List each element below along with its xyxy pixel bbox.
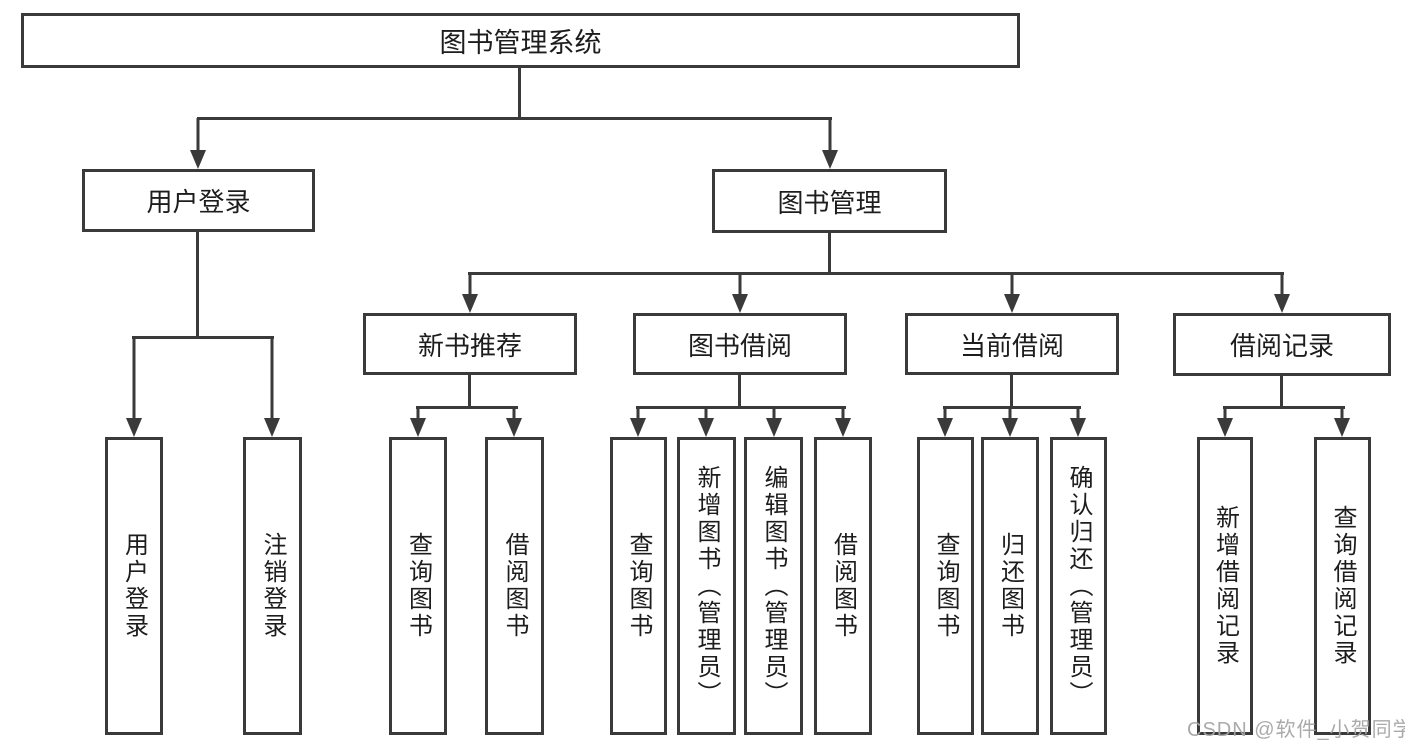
connector-hline bbox=[636, 406, 846, 409]
arrow-down-icon bbox=[1334, 408, 1350, 437]
arrow-down-icon bbox=[1070, 408, 1086, 437]
leaf-cb-confirm-return-admin: 确认归还（管理员） bbox=[1050, 437, 1107, 735]
node-book-borrow: 图书借阅 bbox=[633, 313, 847, 375]
arrow-down-icon bbox=[1217, 408, 1233, 437]
arrow-down-icon bbox=[506, 408, 522, 437]
leaf-nr-query-books: 查询图书 bbox=[389, 437, 447, 735]
arrow-down-icon bbox=[822, 118, 838, 169]
node-current-borrow: 当前借阅 bbox=[905, 313, 1119, 375]
connector-hline bbox=[197, 117, 832, 120]
connector-vline bbox=[738, 375, 741, 408]
arrow-down-icon bbox=[462, 274, 478, 313]
connector-vline bbox=[1280, 375, 1283, 408]
arrow-down-icon bbox=[766, 408, 782, 437]
arrow-down-icon bbox=[1004, 274, 1020, 313]
arrow-down-icon bbox=[264, 338, 280, 437]
connector-hline bbox=[416, 406, 518, 409]
leaf-bb-borrow-books: 借阅图书 bbox=[814, 437, 872, 735]
leaf-cb-query-books: 查询图书 bbox=[917, 437, 974, 735]
arrow-down-icon bbox=[1002, 408, 1018, 437]
node-library-management-system: 图书管理系统 bbox=[21, 13, 1020, 68]
connector-hline bbox=[1223, 406, 1345, 409]
connector-vline bbox=[196, 232, 199, 338]
leaf-user-login: 用户登录 bbox=[105, 437, 163, 735]
arrow-down-icon bbox=[732, 274, 748, 313]
watermark: CSDN @软件_小贺同学 bbox=[1187, 719, 1405, 741]
connector-vline bbox=[828, 233, 831, 274]
leaf-bb-edit-books-admin: 编辑图书（管理员） bbox=[744, 437, 803, 735]
node-user-login: 用户登录 bbox=[82, 169, 315, 232]
node-book-management: 图书管理 bbox=[712, 169, 947, 233]
leaf-br-query-record: 查询借阅记录 bbox=[1314, 437, 1371, 735]
connector-hline bbox=[468, 272, 1284, 275]
node-borrow-records: 借阅记录 bbox=[1173, 313, 1391, 376]
arrow-down-icon bbox=[410, 408, 426, 437]
leaf-logout: 注销登录 bbox=[243, 437, 302, 735]
arrow-down-icon bbox=[190, 118, 206, 169]
arrow-down-icon bbox=[126, 338, 142, 437]
node-new-book-recommend: 新书推荐 bbox=[363, 313, 577, 375]
connector-vline bbox=[1010, 375, 1013, 408]
arrow-down-icon bbox=[835, 408, 851, 437]
connector-vline bbox=[518, 67, 521, 119]
arrow-down-icon bbox=[1274, 274, 1290, 313]
leaf-bb-query-books: 查询图书 bbox=[610, 437, 667, 735]
arrow-down-icon bbox=[630, 408, 646, 437]
connector-hline bbox=[132, 336, 274, 339]
arrow-down-icon bbox=[698, 408, 714, 437]
leaf-cb-return-books: 归还图书 bbox=[981, 437, 1039, 735]
leaf-bb-add-books-admin: 新增图书（管理员） bbox=[677, 437, 736, 735]
arrow-down-icon bbox=[937, 408, 953, 437]
connector-vline bbox=[468, 375, 471, 408]
leaf-nr-borrow-books: 借阅图书 bbox=[485, 437, 544, 735]
leaf-br-add-record: 新增借阅记录 bbox=[1197, 437, 1253, 735]
